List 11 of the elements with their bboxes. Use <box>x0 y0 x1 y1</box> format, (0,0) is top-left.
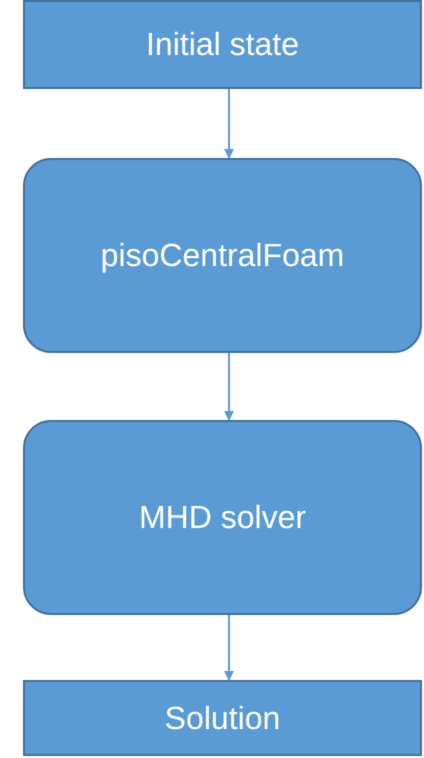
process-box <box>23 680 422 756</box>
node-label: Initial state <box>146 26 299 63</box>
process-box <box>23 0 422 89</box>
node-label: Solution <box>164 700 280 736</box>
node-label: pisoCentralFoam <box>100 237 344 274</box>
rounded-process-box <box>23 158 422 353</box>
rounded-process-box <box>23 420 422 615</box>
arrow <box>224 615 234 681</box>
arrow <box>224 353 234 421</box>
arrow <box>224 89 234 159</box>
node-label: MHD solver <box>138 499 306 536</box>
